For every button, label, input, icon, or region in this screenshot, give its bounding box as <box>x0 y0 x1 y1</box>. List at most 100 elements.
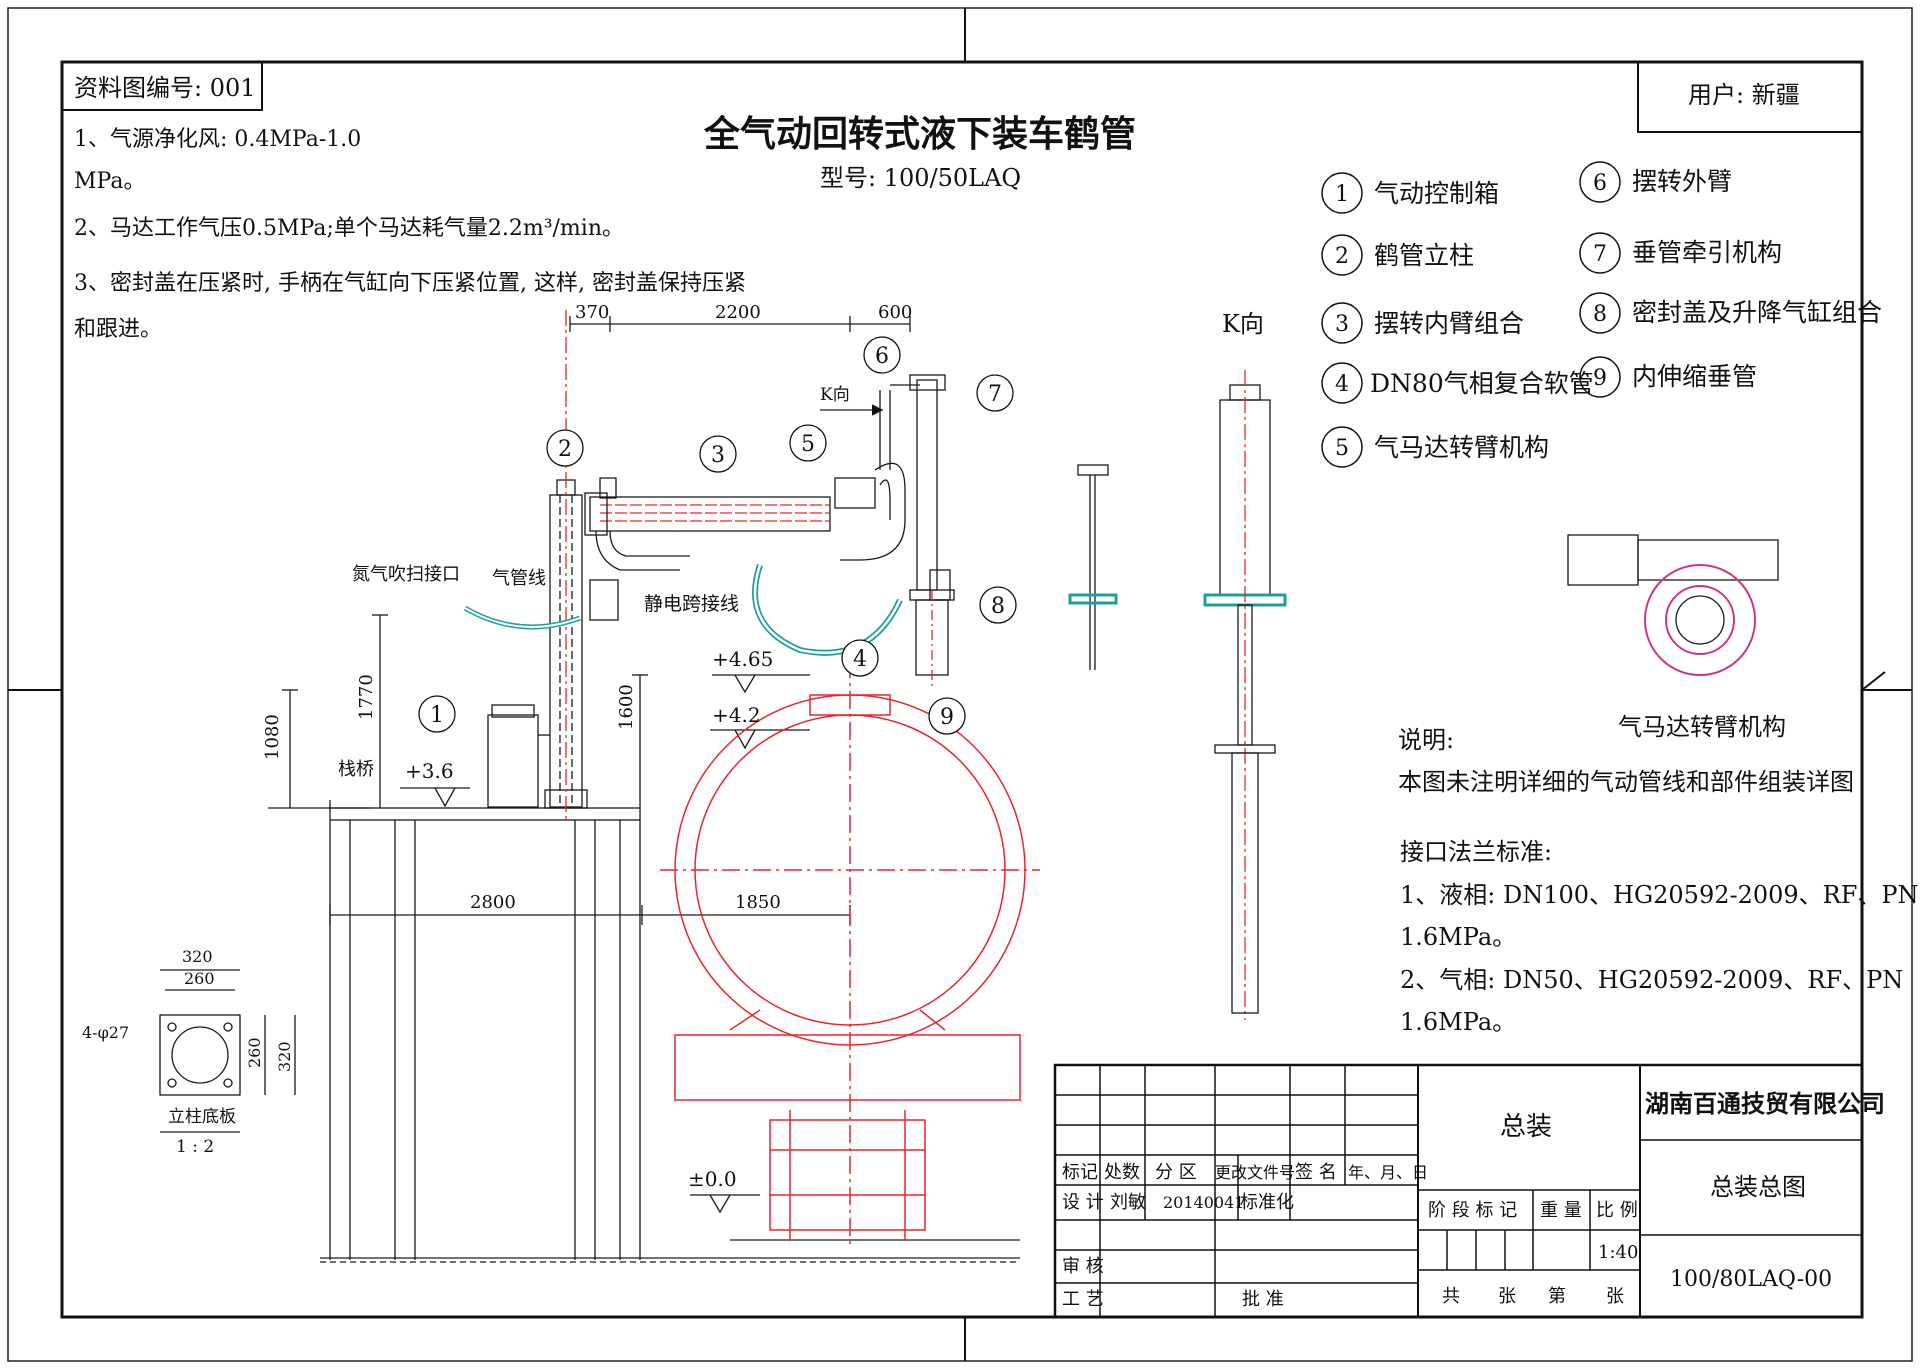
svg-text:年、月、日: 年、月、日 <box>1348 1163 1428 1182</box>
svg-text:6: 6 <box>1593 171 1607 196</box>
main-elevation <box>268 310 1020 1263</box>
flange-line: 1.6MPa。 <box>1400 1008 1516 1036</box>
svg-text:第: 第 <box>1548 1286 1566 1307</box>
k-direction: K向 <box>820 385 850 405</box>
svg-text:5: 5 <box>801 432 815 457</box>
svg-text:比 例: 比 例 <box>1596 1200 1638 1221</box>
legend-label: 摆转外臂 <box>1632 167 1732 196</box>
svg-text:260: 260 <box>184 969 215 988</box>
svg-text:重 量: 重 量 <box>1540 1200 1582 1221</box>
svg-text:20140041: 20140041 <box>1163 1193 1244 1212</box>
svg-text:1 : 2: 1 : 2 <box>176 1137 214 1157</box>
svg-text:8: 8 <box>991 594 1005 619</box>
svg-text:2200: 2200 <box>715 302 761 323</box>
callout-nitrogen: 氮气吹扫接口 <box>352 564 460 585</box>
note-line: 1、气源净化风: 0.4MPa-1.0 <box>74 127 361 152</box>
svg-text:1080: 1080 <box>262 714 283 760</box>
svg-text:1600: 1600 <box>616 684 637 730</box>
svg-text:9: 9 <box>1593 366 1607 391</box>
description: 说明: 本图未注明详细的气动管线和部件组装详图 接口法兰标准: 1、液相: DN… <box>1398 726 1919 1036</box>
svg-text:3: 3 <box>711 443 725 468</box>
legend-label: 鹤管立柱 <box>1374 241 1474 270</box>
outer-border <box>7 7 1913 1362</box>
svg-text:阶 段 标 记: 阶 段 标 记 <box>1428 1200 1517 1221</box>
legend-label: 内伸缩垂管 <box>1632 362 1757 391</box>
legend-label: 密封盖及升降气缸组合 <box>1632 298 1882 327</box>
legend-label: 垂管牵引机构 <box>1632 238 1782 267</box>
svg-text:2: 2 <box>558 437 572 462</box>
svg-text:标记: 标记 <box>1062 1162 1098 1183</box>
title-block <box>1053 1063 1864 1319</box>
inner-border <box>60 60 1864 1319</box>
callout-bridge: 栈桥 <box>338 759 374 780</box>
svg-text:2: 2 <box>1335 244 1349 269</box>
legend-label: DN80气相复合软管 <box>1370 369 1594 398</box>
svg-text:签 名: 签 名 <box>1295 1162 1337 1183</box>
k-view-label: K向 <box>1222 310 1264 338</box>
svg-text:分 区: 分 区 <box>1155 1162 1197 1183</box>
flange-heading: 接口法兰标准: <box>1400 838 1552 866</box>
notes: 1、气源净化风: 0.4MPa-1.0 MPa。 2、马达工作气压0.5MPa;… <box>74 127 746 342</box>
svg-text:2800: 2800 <box>470 892 516 913</box>
drawing-number: 100/80LAQ-00 <box>1670 1267 1832 1292</box>
svg-text:1: 1 <box>430 703 444 728</box>
motor-caption: 气马达转臂机构 <box>1618 713 1786 741</box>
title-block-text: 湖南百通技贸有限公司 总装 总装总图 100/80LAQ-00 标记 处数 分 … <box>1062 1089 1885 1310</box>
note-line: 3、密封盖在压紧时, 手柄在气缸向下压紧位置, 这样, 密封盖保持压紧 <box>74 271 746 296</box>
svg-text:4-φ27: 4-φ27 <box>82 1023 129 1042</box>
svg-text:1770: 1770 <box>356 674 377 720</box>
svg-text:刘敏: 刘敏 <box>1110 1192 1146 1213</box>
elevation: ±0.0 <box>688 1167 737 1191</box>
assembly-label: 总装 <box>1500 1112 1552 1142</box>
flange-line: 1.6MPa。 <box>1400 923 1516 951</box>
note-line: 2、马达工作气压0.5MPa;单个马达耗气量2.2m³/min。 <box>74 216 624 241</box>
model-number: 型号: 100/50LAQ <box>820 164 1021 192</box>
note-line: 和跟进。 <box>74 317 162 342</box>
svg-text:320: 320 <box>182 947 213 966</box>
svg-text:4: 4 <box>1335 372 1349 397</box>
note-line: MPa。 <box>74 169 145 194</box>
drawing-name: 总装总图 <box>1710 1173 1806 1201</box>
description-text: 本图未注明详细的气动管线和部件组装详图 <box>1398 768 1854 796</box>
svg-text:工 艺: 工 艺 <box>1062 1289 1104 1310</box>
elevation: +4.2 <box>712 703 761 727</box>
svg-text:立柱底板: 立柱底板 <box>168 1107 236 1127</box>
svg-text:更改文件号: 更改文件号 <box>1215 1163 1295 1182</box>
legend-label: 气动控制箱 <box>1374 179 1499 208</box>
svg-text:320: 320 <box>275 1041 294 1072</box>
svg-text:600: 600 <box>878 302 912 323</box>
callout-airline: 气管线 <box>492 568 546 589</box>
svg-text:3: 3 <box>1335 312 1349 337</box>
base-plate-detail <box>159 969 296 1133</box>
k-view <box>1068 370 1779 1020</box>
elevation: +4.65 <box>712 647 773 671</box>
tank-car <box>660 660 1040 1245</box>
base-plate-text: 320 260 260 320 4-φ27 立柱底板 1 : 2 <box>82 947 294 1157</box>
svg-text:260: 260 <box>245 1037 264 1068</box>
svg-text:8: 8 <box>1593 302 1607 327</box>
svg-text:1850: 1850 <box>735 892 781 913</box>
svg-text:处数: 处数 <box>1104 1162 1140 1183</box>
user-box <box>1637 61 1863 133</box>
legend-label: 摆转内臂组合 <box>1374 309 1524 338</box>
user-label: 用户: 新疆 <box>1688 81 1800 109</box>
svg-text:标准化: 标准化 <box>1240 1192 1294 1213</box>
dimension-text: 370 2200 600 2800 1850 1770 1080 1600 +4… <box>262 302 1786 1191</box>
drawing-title: 全气动回转式液下装车鹤管 <box>703 113 1136 155</box>
svg-text:7: 7 <box>1593 242 1607 267</box>
description-heading: 说明: <box>1398 726 1454 754</box>
svg-text:7: 7 <box>988 382 1002 407</box>
svg-text:9: 9 <box>940 705 954 730</box>
svg-text:审 核: 审 核 <box>1062 1256 1104 1277</box>
doc-number: 资料图编号: 001 <box>74 74 256 102</box>
svg-text:共: 共 <box>1442 1286 1460 1307</box>
legend-label: 气马达转臂机构 <box>1374 433 1549 462</box>
svg-text:4: 4 <box>853 647 867 672</box>
svg-text:批 准: 批 准 <box>1242 1289 1284 1310</box>
svg-text:1: 1 <box>1335 182 1349 207</box>
company-name: 湖南百通技贸有限公司 <box>1645 1089 1885 1118</box>
svg-text:设 计: 设 计 <box>1062 1192 1104 1213</box>
svg-text:张: 张 <box>1606 1286 1624 1307</box>
